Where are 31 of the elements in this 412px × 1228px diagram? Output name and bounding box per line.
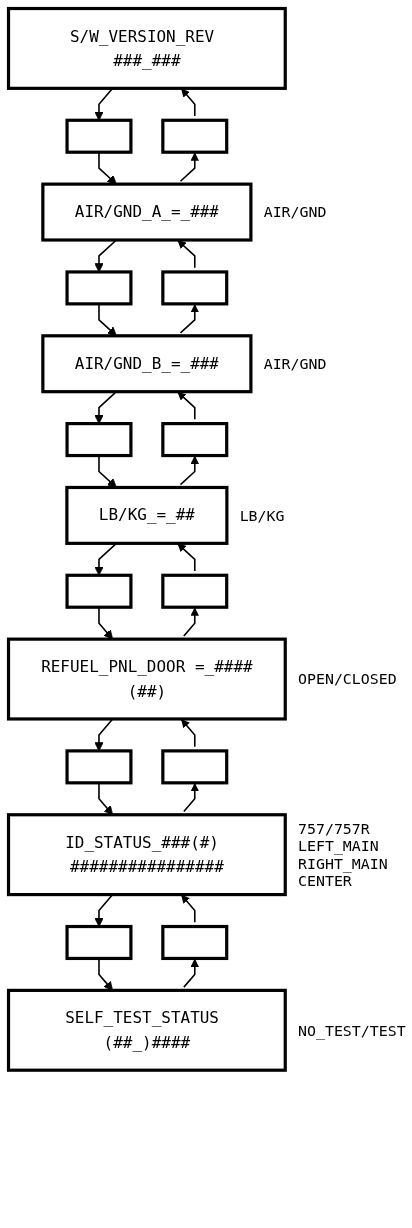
node-box: ID_STATUS_###(#) ################ <box>6 813 287 897</box>
beside-note: OPEN/CLOSED <box>298 670 397 689</box>
beside-note: AIR/GND <box>263 355 327 374</box>
arrow <box>179 303 200 334</box>
arrow <box>180 718 196 748</box>
node-box <box>65 270 133 306</box>
node-box: REFUEL_PNL_DOOR =_####(##) <box>6 637 287 721</box>
beside-note: RIGHT_MAIN <box>298 854 388 873</box>
node-box <box>65 422 133 458</box>
node-box <box>65 118 133 154</box>
node-box: AIR/GND_A_=_### <box>41 182 253 242</box>
node-box <box>161 422 229 458</box>
node-box: S/W_VERSION_REV ###_### <box>6 6 287 90</box>
beside-note: NO_TEST/TEST <box>298 1021 406 1040</box>
beside-note: LB/KG <box>239 506 285 525</box>
node-box <box>65 924 133 961</box>
beside-note: 757/757R <box>298 820 370 839</box>
node-box <box>161 270 229 306</box>
node-box <box>65 749 133 785</box>
node-box: AIR/GND_B_=_### <box>41 334 253 394</box>
node-box <box>161 118 229 154</box>
beside-note: AIR/GND <box>263 203 327 222</box>
beside-note: CENTER <box>298 871 352 890</box>
arrow <box>183 782 200 813</box>
node-box: SELF_TEST_STATUS (##_)#### <box>6 988 287 1072</box>
node-box <box>161 749 229 785</box>
beside-note: LEFT_MAIN <box>298 837 379 856</box>
node-box <box>65 573 133 609</box>
node-box <box>161 573 229 609</box>
node-box <box>161 924 229 961</box>
node-box: LB/KG_=_## <box>65 485 229 545</box>
